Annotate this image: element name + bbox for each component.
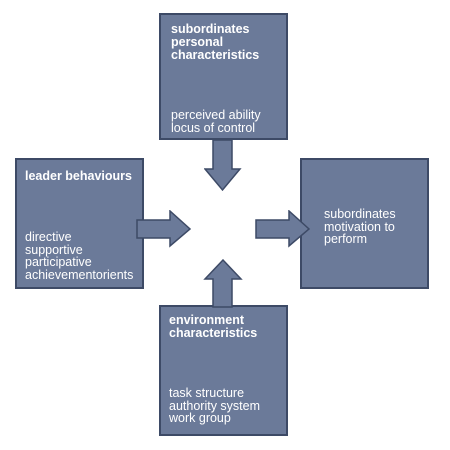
list-item: achievementorients	[25, 267, 134, 282]
subordinates-motivation-box: subordinates motivation to perform	[300, 158, 429, 289]
list-item: supportive	[25, 242, 83, 257]
box-items: task structure authority system work gro…	[169, 387, 260, 425]
list-item: participative	[25, 255, 92, 269]
list-item: work group	[169, 411, 231, 425]
box-title: leader behaviours	[25, 169, 132, 183]
list-item: authority system	[169, 398, 261, 413]
subordinates-characteristics-box: subordinates personal characteristics pe…	[159, 13, 288, 140]
environment-characteristics-box: environment characteristics task structu…	[159, 305, 288, 436]
box-items: directive supportive participative achie…	[25, 231, 133, 281]
box-items: subordinates motivation to perform	[324, 208, 396, 246]
list-item: motivation to	[324, 219, 395, 234]
list-item: perform	[324, 232, 368, 246]
list-item: directive	[25, 230, 72, 244]
arrow-up-icon	[203, 259, 243, 308]
box-title: subordinates personal characteristics	[171, 22, 260, 62]
arrow-down-icon	[204, 139, 242, 192]
list-item: subordinates	[324, 207, 396, 221]
box-title: environment characteristics	[169, 313, 258, 340]
leader-behaviours-box: leader behaviours directive supportive p…	[15, 158, 144, 289]
list-item: perceived ability	[171, 108, 261, 122]
list-item: locus of control	[171, 120, 256, 135]
arrow-right-icon	[255, 210, 311, 248]
arrow-right-icon	[136, 210, 192, 248]
list-item: task structure	[169, 386, 245, 400]
box-items: perceived ability locus of control	[171, 109, 261, 134]
